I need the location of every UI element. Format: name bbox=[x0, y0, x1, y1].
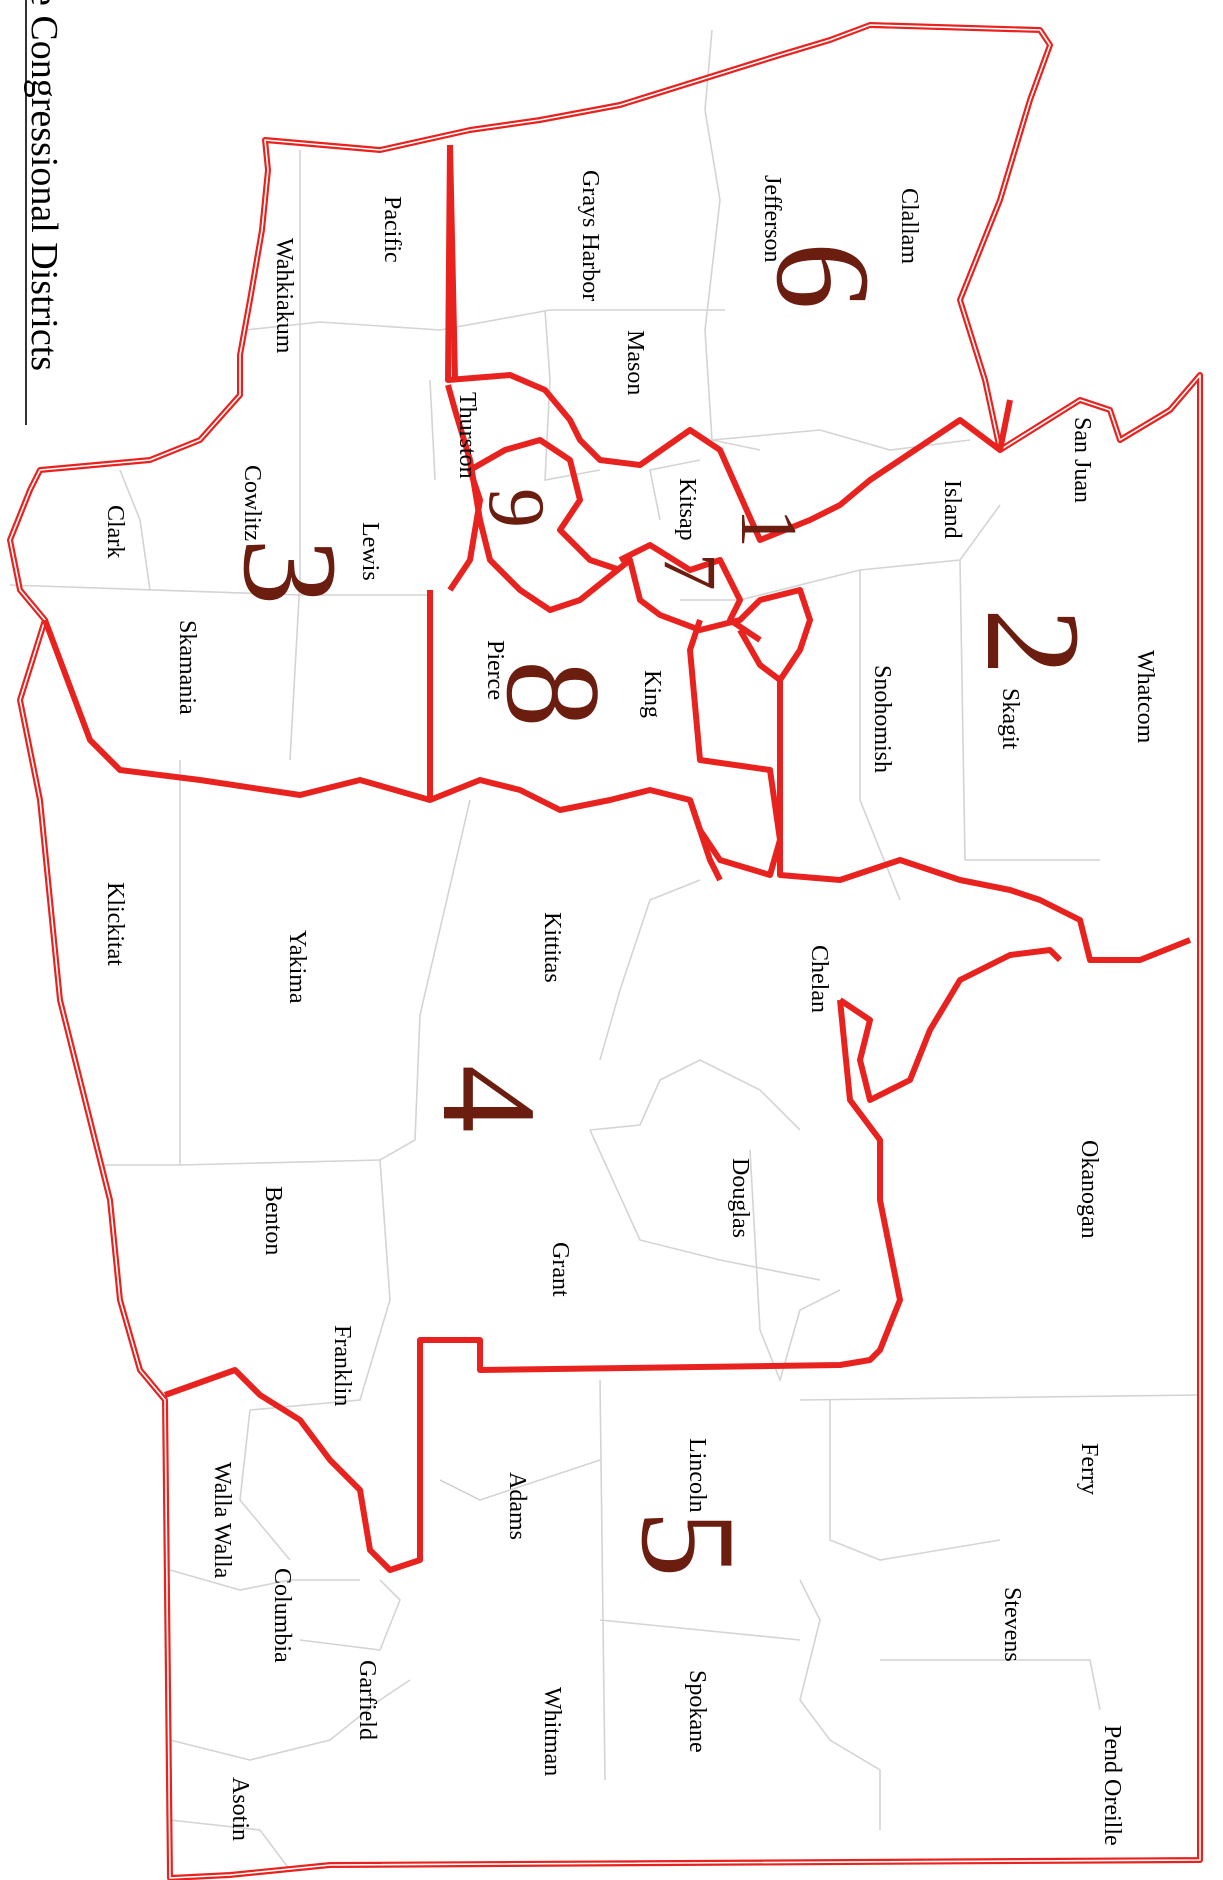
county-line bbox=[9, 584, 430, 596]
county-label-kittitas: Kittitas bbox=[539, 912, 565, 983]
county-label-grant: Grant bbox=[547, 1242, 573, 1297]
county-label-lincoln: Lincoln bbox=[684, 1438, 710, 1513]
county-line bbox=[249, 1159, 391, 1411]
county-label-pend-oreille: Pend Oreille bbox=[1099, 1725, 1125, 1846]
district-number-3: 3 bbox=[215, 538, 364, 606]
district-outline-state-inner bbox=[9, 24, 1201, 1879]
district-boundary-6 bbox=[445, 144, 1013, 543]
county-line bbox=[711, 429, 971, 451]
county-label-snohomish: Snohomish bbox=[869, 665, 895, 773]
county-line bbox=[429, 379, 436, 481]
county-line bbox=[379, 799, 471, 1161]
county-label-kitsap: Kitsap bbox=[674, 478, 700, 541]
district-numbers: 6 9 1 7 3 2 8 4 5 bbox=[215, 242, 1107, 1578]
county-label-wahkiakum: Wahkiakum bbox=[271, 238, 297, 354]
district-boundary-7 bbox=[618, 542, 762, 643]
county-line bbox=[880, 1659, 1101, 1711]
county-label-mason: Mason bbox=[622, 330, 648, 395]
district-number-9: 9 bbox=[472, 488, 560, 528]
county-label-columbia: Columbia bbox=[269, 1568, 295, 1663]
county-line bbox=[169, 1679, 411, 1761]
county-label-franklin: Franklin bbox=[329, 1325, 355, 1406]
county-label-stevens: Stevens bbox=[999, 1587, 1025, 1662]
county-label-douglas: Douglas bbox=[727, 1158, 753, 1238]
district-number-5: 5 bbox=[613, 1510, 762, 1578]
district-number-8: 8 bbox=[478, 660, 627, 728]
county-line bbox=[749, 1149, 841, 1383]
county-label-adams: Adams bbox=[504, 1472, 530, 1540]
county-line bbox=[799, 1394, 1201, 1401]
county-label-garfield: Garfield bbox=[354, 1660, 380, 1740]
county-line bbox=[169, 1819, 291, 1871]
county-label-benton: Benton bbox=[260, 1186, 286, 1255]
county-label-chelan: Chelan bbox=[806, 945, 832, 1013]
district-number-1: 1 bbox=[724, 508, 812, 548]
district-boundary-4-5 bbox=[163, 999, 903, 1573]
county-line bbox=[649, 459, 701, 521]
district-boundary-9-south bbox=[447, 437, 621, 592]
district-number-2: 2 bbox=[958, 608, 1107, 676]
district-boundary-1-2 bbox=[777, 680, 1192, 963]
county-line bbox=[589, 1129, 821, 1281]
county-line bbox=[599, 879, 701, 1061]
county-line bbox=[959, 559, 1100, 861]
district-boundary-4-8 bbox=[687, 799, 723, 882]
district-boundary-2-south bbox=[838, 947, 1063, 1103]
county-line bbox=[119, 469, 151, 591]
county-label-jefferson: Jefferson bbox=[759, 175, 785, 263]
county-label-spokane: Spokane bbox=[684, 1670, 710, 1753]
county-label-clark: Clark bbox=[102, 505, 128, 558]
county-label-skagit: Skagit bbox=[997, 688, 1023, 750]
county-label-lewis: Lewis bbox=[357, 522, 383, 581]
map-title: de Congressional Districts bbox=[23, 0, 65, 371]
county-label-whatcom: Whatcom bbox=[1132, 650, 1158, 744]
district-boundary-3-4 bbox=[42, 618, 431, 803]
county-label-okanogan: Okanogan bbox=[1076, 1140, 1102, 1239]
county-label-thurston: Thurston bbox=[454, 392, 480, 479]
county-line bbox=[589, 1059, 801, 1131]
county-boundaries bbox=[9, 29, 1201, 1871]
county-line bbox=[100, 1159, 381, 1166]
district-number-7: 7 bbox=[648, 553, 731, 591]
county-label-pierce: Pierce bbox=[482, 640, 508, 700]
county-label-klickitat: Klickitat bbox=[102, 882, 128, 966]
county-line bbox=[704, 29, 761, 451]
county-line bbox=[439, 1459, 601, 1501]
district-number-4: 4 bbox=[414, 1065, 563, 1133]
county-label-whitman: Whitman bbox=[539, 1687, 565, 1776]
county-label-island: Island bbox=[939, 480, 965, 539]
county-label-cowlitz: Cowlitz bbox=[239, 465, 265, 541]
county-line bbox=[599, 1379, 606, 1781]
county-label-yakima: Yakima bbox=[284, 930, 310, 1004]
county-label-asotin: Asotin bbox=[227, 1777, 253, 1841]
district-boundaries bbox=[7, 22, 1203, 1880]
district-boundary-9 bbox=[445, 384, 813, 683]
county-label-walla-walla: Walla Walla bbox=[209, 1462, 235, 1579]
county-label-clallam: Clallam bbox=[896, 188, 922, 264]
county-line bbox=[169, 1569, 360, 1591]
county-label-ferry: Ferry bbox=[1076, 1443, 1102, 1495]
county-label-king: King bbox=[639, 670, 665, 718]
county-label-pacific: Pacific bbox=[379, 196, 405, 263]
county-line bbox=[244, 309, 725, 331]
county-line bbox=[829, 1400, 1001, 1561]
county-line bbox=[799, 1579, 881, 1830]
map-title-group: de Congressional Districts bbox=[23, 0, 65, 425]
county-label-grays-harbor: Grays Harbor bbox=[577, 170, 603, 301]
county-label-skamania: Skamania bbox=[174, 620, 200, 715]
county-label-san-juan: San Juan bbox=[1069, 417, 1095, 503]
county-line bbox=[289, 150, 301, 761]
district-boundary-3-north bbox=[447, 144, 458, 381]
county-labels: Clallam Jefferson Grays Harbor Pacific W… bbox=[102, 170, 1158, 1846]
county-line bbox=[239, 1409, 291, 1561]
district-number-6: 6 bbox=[748, 242, 897, 310]
county-line bbox=[599, 1619, 801, 1641]
district-boundary-8 bbox=[427, 590, 783, 878]
county-line bbox=[299, 1579, 401, 1651]
